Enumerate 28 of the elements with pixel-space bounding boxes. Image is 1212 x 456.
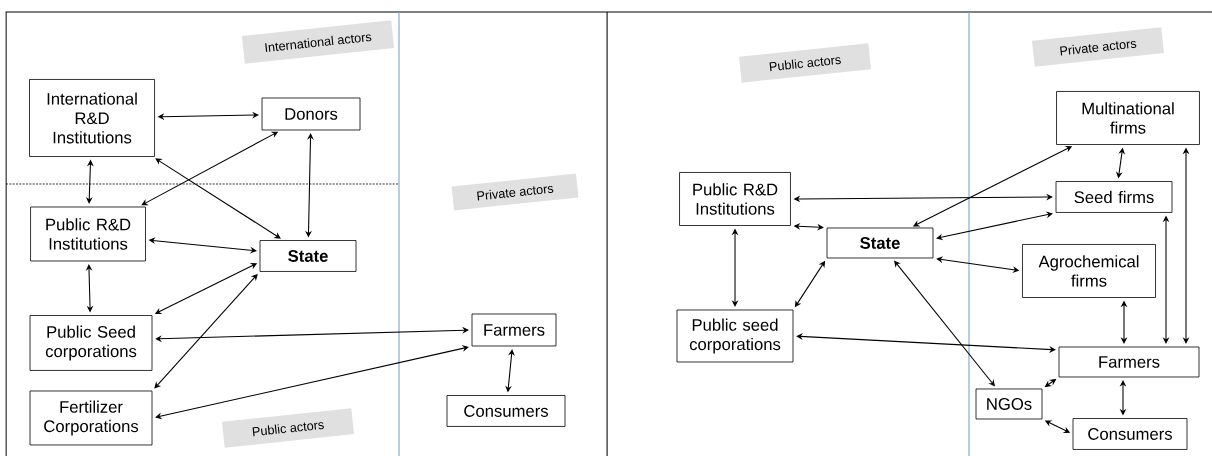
arrow (155, 345, 469, 420)
process-box: Public seed corporations (676, 309, 794, 363)
process-box: Seed firms (1055, 181, 1173, 213)
process-box: Consumers (1072, 418, 1188, 450)
process-box: Farmers (471, 313, 557, 347)
region-label: Public actors (222, 408, 354, 448)
region-label: Private actors (1032, 27, 1164, 67)
arrow (155, 326, 469, 343)
process-box: Donors (261, 97, 361, 131)
process-box: State (259, 240, 357, 272)
process-box: Public Seed corporations (29, 315, 153, 371)
region-label: Private actors (451, 173, 579, 211)
arrow (796, 333, 1056, 353)
region-label: Public actors (739, 43, 871, 83)
process-box: Public R&D Institutions (679, 172, 791, 226)
arrow (155, 158, 281, 239)
region-label: International actors (241, 20, 395, 64)
process-box: Farmers (1058, 346, 1200, 378)
process-box: State (826, 227, 934, 259)
arrow (936, 211, 1053, 241)
process-box: International R&D Institutions (29, 79, 155, 157)
process-box: Multinational firms (1056, 91, 1200, 145)
arrow (894, 260, 995, 387)
process-box: Fertilizer Corporations (29, 390, 153, 446)
process-box: Public R&D Institutions (30, 206, 146, 262)
process-box: Agrochemical firms (1022, 244, 1156, 298)
process-box: Consumers (446, 395, 566, 427)
process-box: NGOs (975, 388, 1043, 420)
